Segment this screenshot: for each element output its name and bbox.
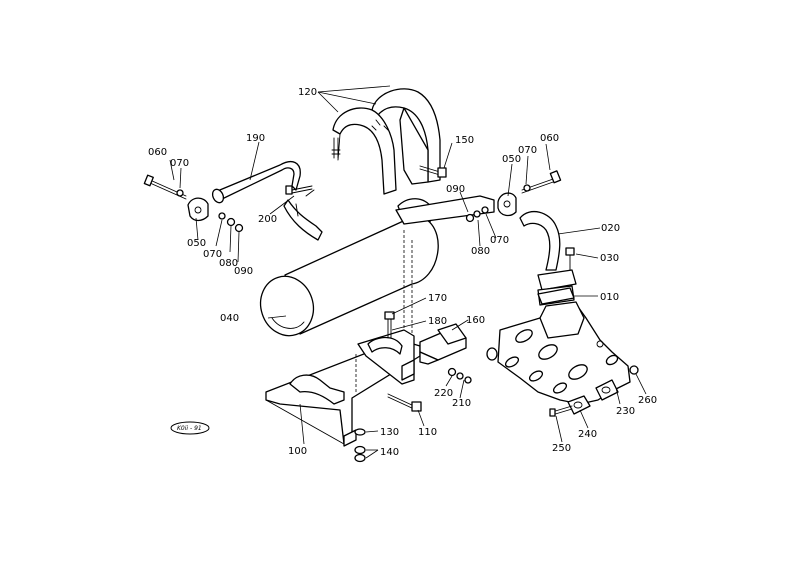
label-100: 100: [288, 446, 307, 457]
bolt-200: [285, 185, 313, 217]
label-260: 260: [638, 395, 657, 406]
label-150: 150: [455, 135, 474, 146]
label-230: 230: [616, 406, 635, 417]
heat-shield-120: [331, 88, 441, 195]
label-120: 120: [298, 87, 317, 98]
left-flange-050: [143, 174, 244, 233]
label-070-left-bottom: 070: [203, 249, 222, 260]
muffler-040: [259, 198, 439, 340]
bracket-160: [419, 323, 467, 365]
label-160: 160: [466, 315, 485, 326]
gasket-240: [567, 379, 619, 415]
label-240: 240: [578, 429, 597, 440]
label-040: 040: [220, 313, 239, 324]
muffler-outlet-pipe: [395, 195, 495, 225]
nuts-210-220: [447, 367, 472, 384]
label-170: 170: [428, 293, 447, 304]
label-130: 130: [380, 427, 399, 438]
label-220: 220: [434, 388, 453, 399]
label-140: 140: [380, 447, 399, 458]
label-200: 200: [258, 214, 277, 225]
label-050-left: 050: [187, 238, 206, 249]
label-210: 210: [452, 398, 471, 409]
label-080-right: 080: [471, 246, 490, 257]
drawing-stamp: K0ii - 91: [170, 421, 210, 435]
label-070-right-bottom: 070: [490, 235, 509, 246]
nut-260: [629, 365, 639, 375]
label-010: 010: [600, 292, 619, 303]
label-250: 250: [552, 443, 571, 454]
label-080-left: 080: [219, 258, 238, 269]
label-190: 190: [246, 133, 265, 144]
flange-gasket-010: [537, 287, 575, 305]
exhaust-pipe-020: [497, 170, 577, 306]
washers-130-140: [354, 428, 366, 463]
label-090-right: 090: [446, 184, 465, 195]
bolt-150: [419, 165, 447, 178]
label-060-right: 060: [540, 133, 559, 144]
label-020: 020: [601, 223, 620, 234]
label-060-left: 060: [148, 147, 167, 158]
stud-250: [549, 405, 573, 417]
label-030: 030: [600, 253, 619, 264]
label-110: 110: [418, 427, 437, 438]
label-180: 180: [428, 316, 447, 327]
bolt-110: [387, 393, 422, 412]
label-090-left: 090: [234, 266, 253, 277]
part-labels: 120 190 150 060 070 060 070 050 090 080 …: [148, 87, 657, 458]
label-070-right-top: 070: [518, 145, 537, 156]
bolt-170: [384, 311, 395, 339]
bracket-180: [357, 329, 415, 385]
inlet-pipe-190: [211, 161, 323, 241]
stamp-text: K0ii - 91: [177, 425, 202, 432]
leader-lines: [169, 85, 647, 459]
label-050-right: 050: [502, 154, 521, 165]
label-070-left-top: 070: [170, 158, 189, 169]
exhaust-manifold-230: [486, 301, 631, 405]
